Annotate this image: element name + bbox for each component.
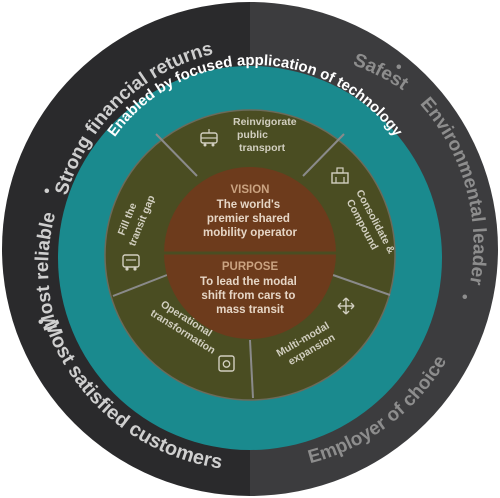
bus-route-icon [122, 254, 140, 271]
expand-arrows-icon [337, 297, 355, 315]
building-icon [331, 167, 349, 184]
gear-document-icon [218, 355, 235, 372]
separator-bullet: • [396, 59, 402, 76]
segment-top-label: Reinvigorate public transport [233, 116, 300, 154]
separator-bullet: • [38, 314, 44, 331]
tram-icon [200, 129, 218, 147]
separator-bullet: • [44, 183, 50, 200]
vision-statement: The world's premier shared mobility oper… [203, 199, 297, 239]
purpose-title: PURPOSE [222, 261, 279, 273]
vision-title: VISION [231, 184, 270, 196]
purpose-statement: To lead the modal shift from cars to mas… [200, 276, 300, 316]
segment-top: Reinvigorate public transport [200, 116, 300, 154]
separator-bullet: • [462, 289, 468, 306]
segment-dividers [112, 133, 391, 399]
